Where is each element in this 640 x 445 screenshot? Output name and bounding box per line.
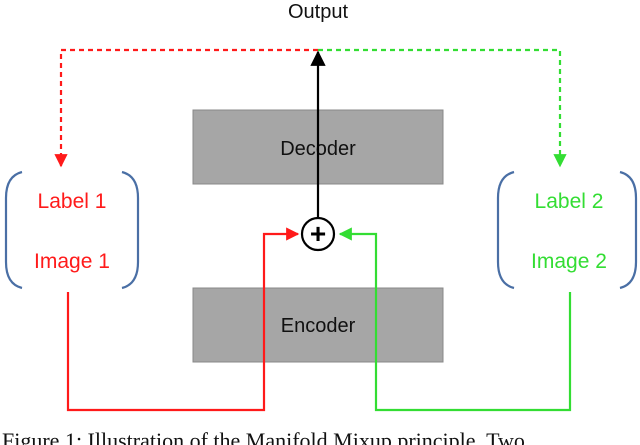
image-2-text: Image 2 [531,250,607,273]
left-close-bracket [121,170,140,290]
red-dashed-output-to-label1 [54,48,318,168]
green-dashed-output-to-label2 [318,48,567,168]
output-label: Output [288,1,348,23]
image-1-text: Image 1 [34,250,110,273]
red-image1-to-mix-path [66,227,300,412]
right-open-bracket [496,170,515,290]
figure-caption: Figure 1: Illustration of the Manifold M… [2,428,525,445]
label-2-text: Label 2 [535,190,604,213]
encoder-label: Encoder [281,315,356,337]
mix-node-plus: + [310,218,326,249]
mix-node-circle [300,216,336,252]
encoder-block [192,287,444,363]
left-open-bracket [4,170,23,290]
label-1-text: Label 1 [38,190,107,213]
green-image2-to-mix-path [338,227,572,412]
right-close-bracket [619,170,638,290]
